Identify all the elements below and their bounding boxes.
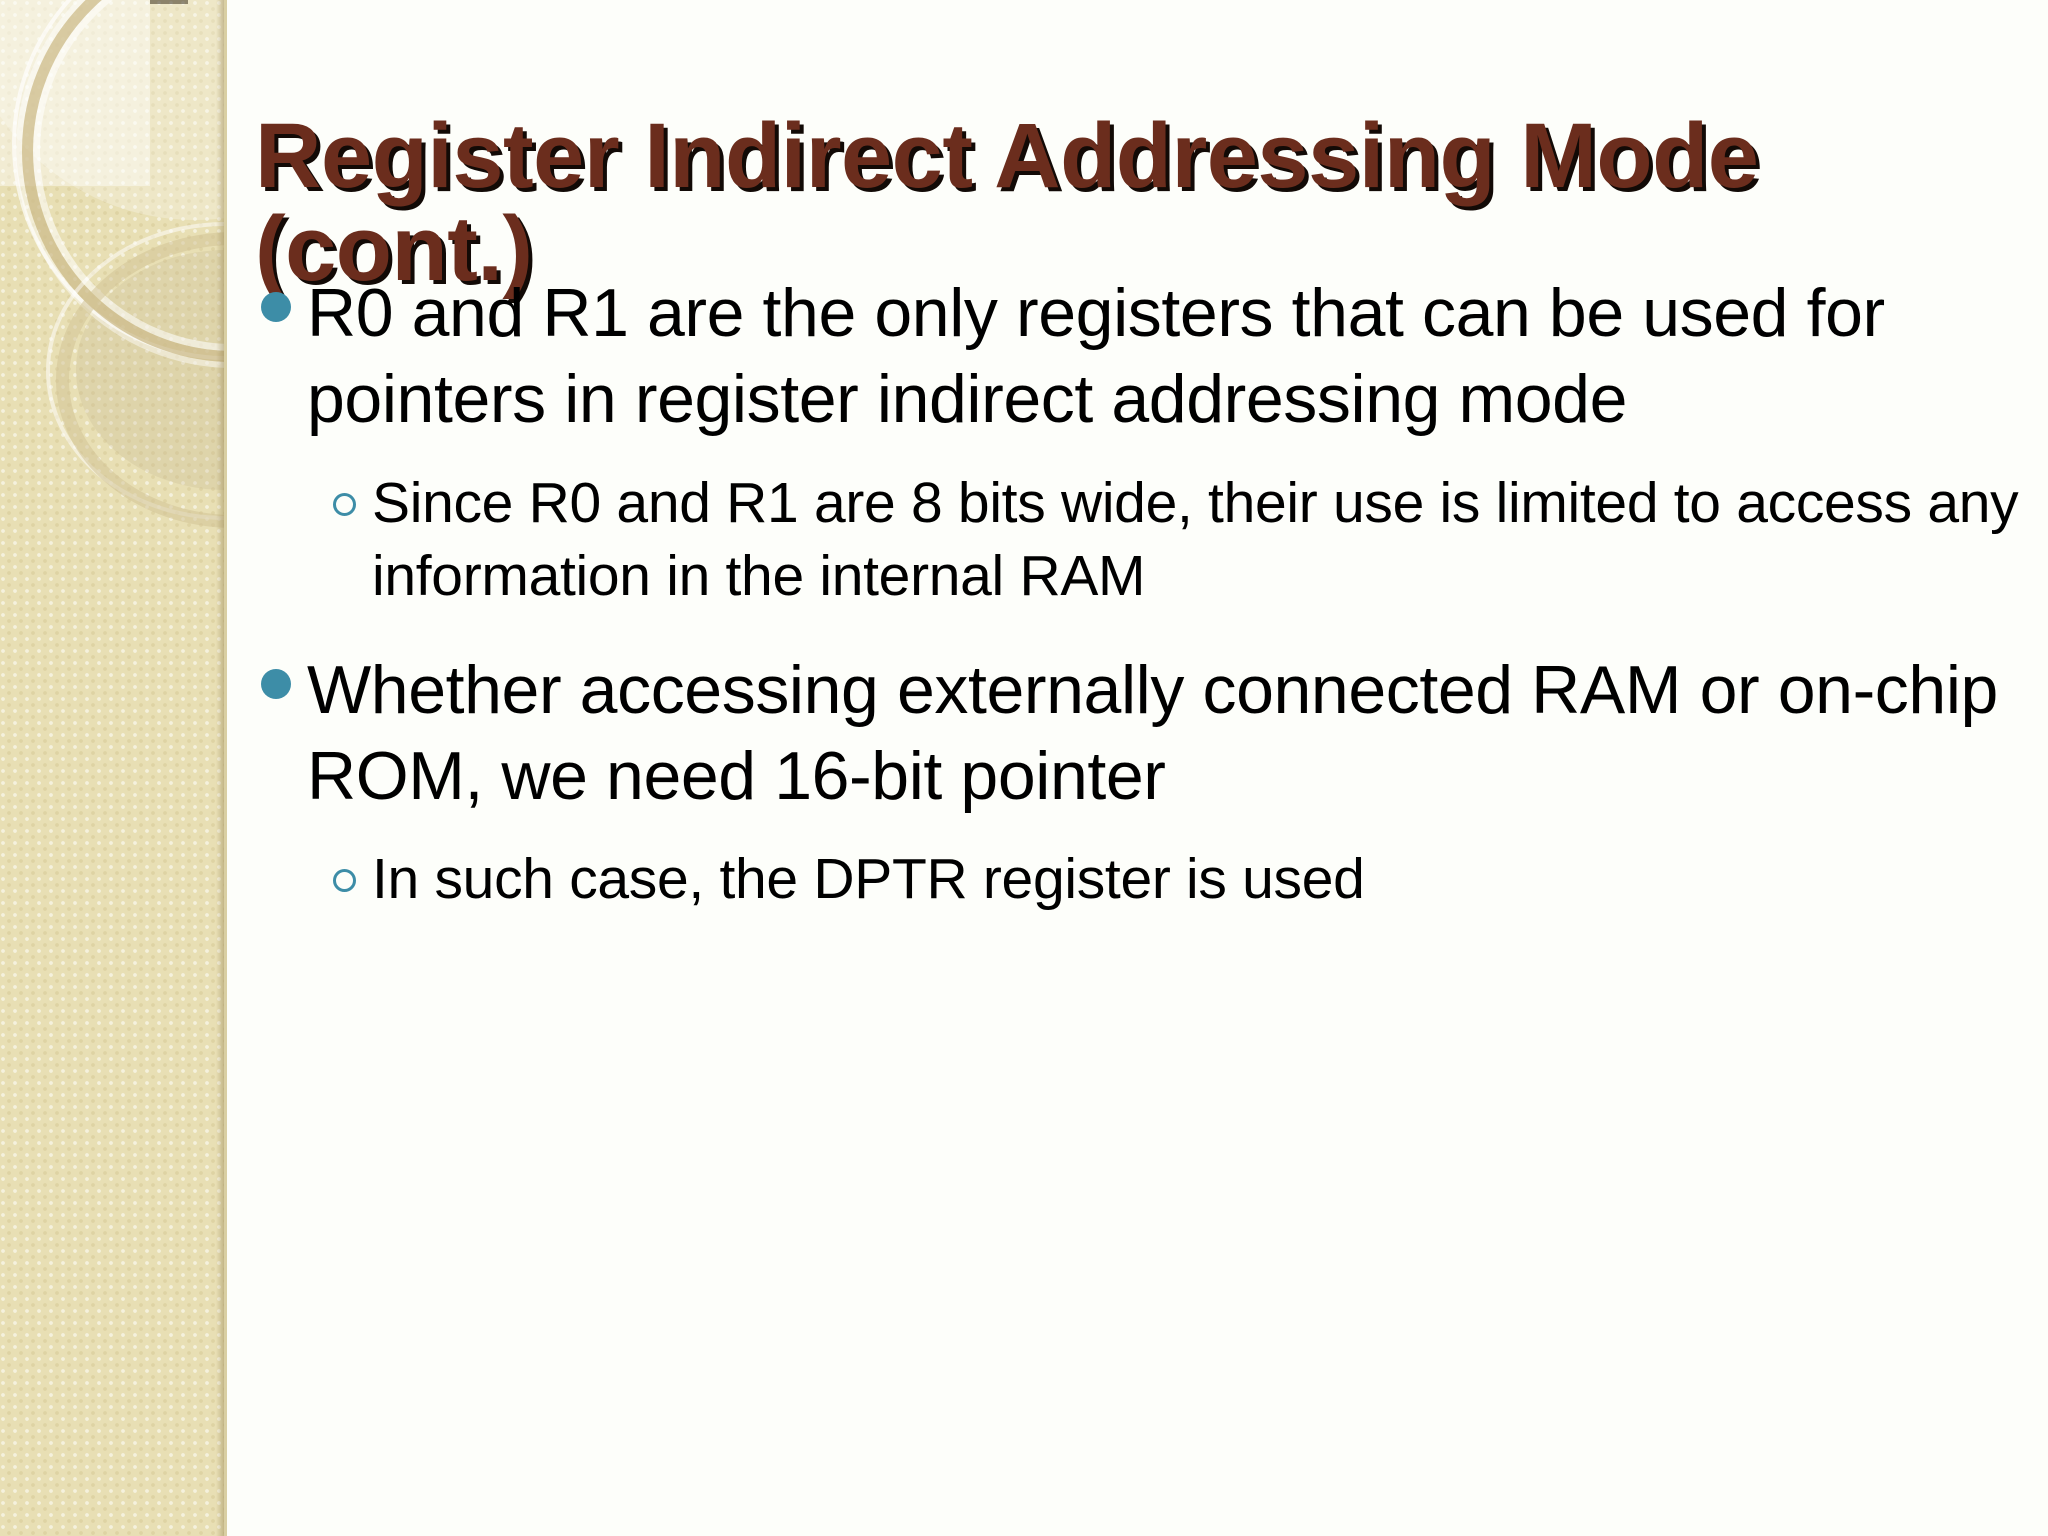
hollow-circle-bullet-icon	[333, 869, 356, 893]
bullet-item-level2: In such case, the DPTR register is used	[261, 843, 2031, 916]
filled-circle-bullet-icon	[261, 292, 291, 322]
sidebar-edge-shading	[216, 0, 224, 1536]
slide-title: Register Indirect Addressing Mode (cont.…	[255, 104, 1759, 301]
filled-circle-bullet-icon	[261, 668, 291, 699]
list-spacer	[261, 617, 2031, 647]
sidebar-divider-line	[224, 0, 227, 1536]
bullet-text: R0 and R1 are the only registers that ca…	[307, 275, 1885, 438]
bullet-text: Since R0 and R1 are 8 bits wide, their u…	[372, 470, 2019, 608]
bullet-item-level1: Whether accessing externally connected R…	[261, 647, 2031, 820]
list-spacer	[261, 825, 2031, 843]
list-spacer	[261, 449, 2031, 467]
hollow-circle-bullet-icon	[333, 492, 356, 516]
sidebar-top-marker	[150, 0, 188, 4]
bullet-list: R0 and R1 are the only registers that ca…	[261, 270, 2031, 920]
bullet-text: Whether accessing externally connected R…	[307, 651, 1998, 814]
bullet-text: In such case, the DPTR register is used	[372, 847, 1365, 912]
bullet-item-level1: R0 and R1 are the only registers that ca…	[261, 270, 2031, 443]
slide-content: Register Indirect Addressing Mode (cont.…	[235, 0, 2048, 1536]
bullet-item-level2: Since R0 and R1 are 8 bits wide, their u…	[261, 467, 2031, 613]
decorative-sidebar	[0, 0, 224, 1536]
